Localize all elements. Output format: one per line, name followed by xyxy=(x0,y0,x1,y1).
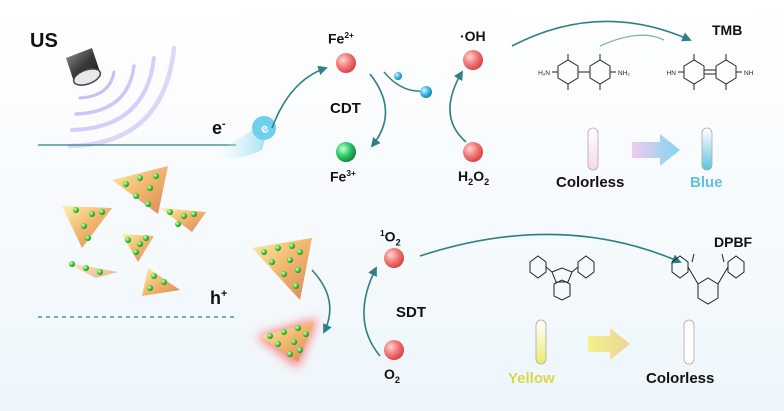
tmb-molecule-reduced-icon xyxy=(552,54,616,90)
o2-sphere-icon xyxy=(384,340,404,360)
us-label: US xyxy=(30,30,58,52)
dpbf-label: DPBF xyxy=(714,234,753,250)
tmb-label: TMB xyxy=(712,22,743,38)
tmb-color-change-arrow-icon xyxy=(632,134,680,166)
o2-label: O2 xyxy=(384,366,400,385)
sdt-arrow-up xyxy=(363,266,381,357)
electron-comet-icon: e xyxy=(212,116,276,159)
tmb-molecule-oxidized-icon xyxy=(678,54,742,90)
nanosheet-excited-icon xyxy=(256,318,318,368)
tmb-reduced-nh2-right: NH₂ xyxy=(618,70,630,77)
h2o2-arrow xyxy=(449,70,467,143)
tmb-colorless-tube-icon xyxy=(587,127,599,171)
sdt-label: SDT xyxy=(396,304,426,321)
tmb-reduced-nh2-left: H₂N xyxy=(538,70,550,77)
ultrasound-waves-icon xyxy=(67,45,177,149)
sdt-arrow-excite xyxy=(311,269,332,334)
nanosheet-ground-icon xyxy=(252,238,312,300)
fe3-label: Fe3+ xyxy=(330,168,356,185)
oh-label: ·OH xyxy=(460,28,486,44)
nanosheet-cluster-icon xyxy=(62,166,206,296)
electron-dot-small-icon xyxy=(394,72,402,80)
tmb-blue-label: Blue xyxy=(690,174,723,191)
electron-label: e- xyxy=(212,118,226,138)
oh-to-tmb-arrow xyxy=(511,20,692,47)
h2o2-label: H2O2 xyxy=(458,168,490,187)
cdt-label: CDT xyxy=(330,100,361,117)
cdt-arrow-down xyxy=(369,73,387,148)
fe2-label: Fe2+ xyxy=(328,30,354,47)
dpbf-yellow-label: Yellow xyxy=(508,370,555,387)
cdt-arrow-up xyxy=(271,65,328,129)
tmb-colorless-label: Colorless xyxy=(556,174,625,191)
dpbf-oxidized-molecule-icon xyxy=(671,253,745,305)
hole-label: h+ xyxy=(210,288,228,308)
fe3-sphere-icon xyxy=(336,142,356,162)
dpbf-colorless-label: Colorless xyxy=(646,370,715,387)
tmb-oxidized-nh-right: NH xyxy=(744,70,754,77)
tmb-blue-tube-icon xyxy=(701,127,713,171)
fe2-sphere-icon xyxy=(336,53,356,73)
tmb-conversion-arrow xyxy=(599,34,665,47)
tmb-oxidized-nh-left: HN xyxy=(667,70,677,77)
singlet-to-dpbf-arrow xyxy=(419,233,682,264)
h2o2-sphere-icon xyxy=(463,142,483,162)
singlet-oxygen-sphere-icon xyxy=(384,248,404,268)
dpbf-color-change-arrow-icon xyxy=(588,328,630,360)
singlet-oxygen-label: 1O2 xyxy=(380,228,401,248)
electron-dot-icon xyxy=(420,86,432,98)
dpbf-colorless-tube-icon xyxy=(683,319,695,365)
dpbf-molecule-icon xyxy=(529,255,595,301)
dpbf-yellow-tube-icon xyxy=(535,319,547,365)
ultrasound-probe-icon xyxy=(66,48,102,86)
oh-sphere-icon xyxy=(463,50,483,70)
